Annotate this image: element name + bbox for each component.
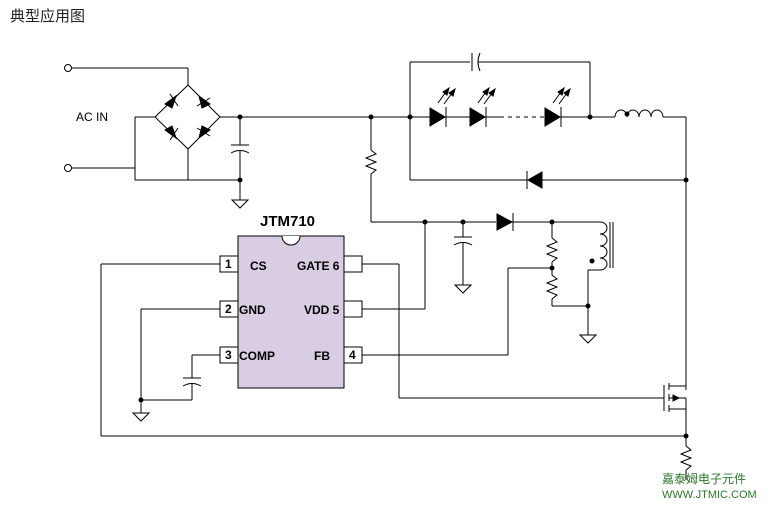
auxiliary-winding xyxy=(552,221,614,271)
feedback-divider xyxy=(508,222,598,344)
pin3-number: 3 xyxy=(225,348,232,362)
pin4-label: FB xyxy=(314,349,330,363)
page-title: 典型应用图 xyxy=(10,7,85,25)
pin5-label: VDD 5 xyxy=(304,303,340,317)
pin1-number: 1 xyxy=(225,257,232,271)
comp-capacitor xyxy=(141,354,220,401)
vdd-trace xyxy=(362,222,426,310)
gate-trace xyxy=(362,263,664,399)
pin2-number: 2 xyxy=(225,302,232,316)
pin1-label: CS xyxy=(250,259,267,273)
chip-name: JTM710 xyxy=(260,213,315,230)
auxiliary-diode xyxy=(496,213,552,231)
gnd-trace xyxy=(131,308,220,422)
freewheel-diode xyxy=(409,117,686,189)
startup-resistor xyxy=(364,117,496,223)
pin4-number: 4 xyxy=(349,348,356,362)
led-string xyxy=(410,86,615,127)
bulk-capacitor xyxy=(230,117,250,200)
ic-jtm710 xyxy=(219,235,363,389)
bridge-rectifier xyxy=(154,84,221,150)
pin2-label: GND xyxy=(239,303,266,317)
sense-resistor xyxy=(679,445,693,480)
pin3-label: COMP xyxy=(239,349,275,363)
watermark-text: 嘉泰姆电子元件 xyxy=(662,472,746,486)
ac-input-terminals xyxy=(64,64,189,172)
fb-trace xyxy=(362,268,509,356)
junction-dots xyxy=(138,114,689,439)
pin6-label: GATE 6 xyxy=(297,259,340,273)
power-mosfet xyxy=(663,383,687,446)
ground-symbol xyxy=(230,199,250,209)
vdd-capacitor xyxy=(453,222,473,294)
watermark-url: WWW.JTMIC.COM xyxy=(662,489,757,501)
ac-in-label: AC IN xyxy=(76,110,108,124)
output-inductor xyxy=(614,109,687,390)
led-parallel-capacitor xyxy=(409,52,591,117)
cs-trace xyxy=(100,263,686,437)
